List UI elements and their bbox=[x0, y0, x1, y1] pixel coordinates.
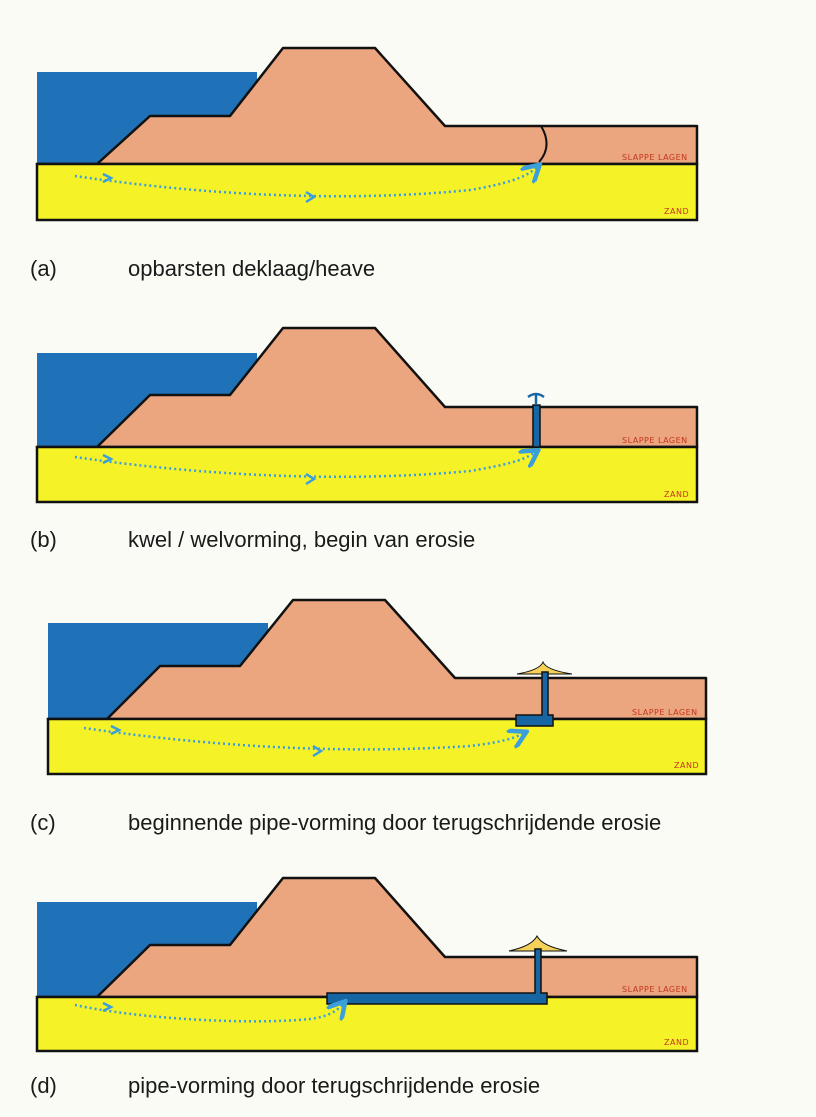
dike-diagram-d: SLAPPE LAGEN ZAND bbox=[35, 876, 699, 1053]
sand-layer-label: ZAND bbox=[664, 1038, 689, 1047]
panel-b: SLAPPE LAGEN ZAND (b) kwel / welvorming,… bbox=[0, 285, 816, 570]
panel-letter: (b) bbox=[30, 527, 57, 552]
sand-layer-label: ZAND bbox=[674, 761, 699, 770]
dike-body bbox=[35, 876, 699, 999]
seepage-flow-line bbox=[74, 1005, 342, 1023]
clay-layer-label: SLAPPE LAGEN bbox=[632, 708, 698, 717]
flow-arrowhead bbox=[312, 744, 324, 758]
panel-caption: opbarsten deklaag/heave bbox=[128, 256, 376, 281]
seepage-flow-line bbox=[83, 726, 522, 751]
welling-water-icon bbox=[527, 392, 545, 405]
panel-caption: beginnende pipe-vorming door terugschrij… bbox=[128, 810, 662, 835]
dike-diagram-c: SLAPPE LAGEN ZAND bbox=[46, 598, 708, 776]
flow-arrowhead bbox=[110, 724, 122, 736]
sand-boil bbox=[516, 660, 573, 675]
seepage-flow-line bbox=[74, 453, 534, 479]
pipe-channel bbox=[326, 948, 548, 1005]
panel-c: SLAPPE LAGEN ZAND (c) beginnende pipe-vo… bbox=[0, 570, 816, 845]
heave-crack bbox=[538, 125, 548, 163]
panel-d: SLAPPE LAGEN ZAND (d) pipe-vorming door … bbox=[0, 845, 816, 1117]
sand-layer bbox=[35, 995, 699, 1053]
panel-caption: kwel / welvorming, begin van erosie bbox=[128, 527, 476, 552]
flow-arrowhead bbox=[305, 472, 317, 486]
flow-arrowhead bbox=[102, 172, 114, 184]
sand-layer bbox=[35, 162, 699, 222]
clay-layer-label: SLAPPE LAGEN bbox=[622, 985, 688, 994]
panel-letter: (c) bbox=[30, 810, 56, 835]
flow-arrowhead bbox=[305, 190, 317, 204]
dike-body bbox=[35, 326, 699, 449]
sand-layer bbox=[35, 445, 699, 504]
clay-layer-label: SLAPPE LAGEN bbox=[622, 436, 688, 445]
clay-layer-label: SLAPPE LAGEN bbox=[622, 153, 688, 162]
panel-caption: pipe-vorming door terugschrijdende erosi… bbox=[128, 1073, 541, 1098]
flow-arrowhead bbox=[102, 453, 114, 465]
dike-diagram-b: SLAPPE LAGEN ZAND bbox=[35, 326, 699, 504]
seepage-channel bbox=[532, 404, 541, 448]
panel-a: SLAPPE LAGEN ZAND (a) opbarsten deklaag/… bbox=[0, 0, 816, 285]
sand-boil bbox=[508, 934, 568, 952]
dike-body bbox=[35, 46, 699, 166]
sand-layer-label: ZAND bbox=[664, 490, 689, 499]
dike-diagram-a: SLAPPE LAGEN ZAND bbox=[35, 46, 699, 222]
seepage-flow-line bbox=[74, 168, 536, 198]
panel-letter: (d) bbox=[30, 1073, 57, 1098]
flow-arrowhead bbox=[102, 1001, 114, 1013]
sand-layer bbox=[46, 717, 708, 776]
panel-letter: (a) bbox=[30, 256, 57, 281]
sand-layer-label: ZAND bbox=[664, 207, 689, 216]
pipe-channel bbox=[515, 671, 554, 727]
